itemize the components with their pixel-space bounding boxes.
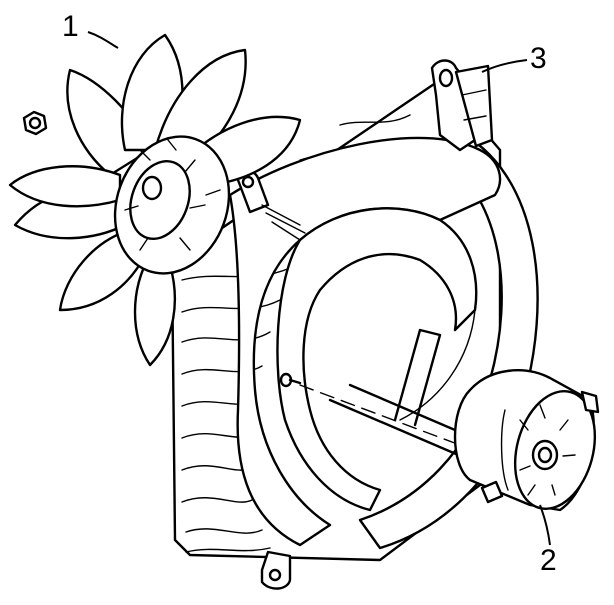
callout-3: 3 <box>481 42 547 75</box>
upper-mount-bracket <box>430 59 494 152</box>
assembly-axis-line <box>299 384 461 446</box>
fan-blade-assembly <box>8 33 302 367</box>
callout-1: 1 <box>62 10 119 49</box>
fan-retaining-nut <box>22 110 48 136</box>
center-bolt <box>279 372 302 388</box>
callout-label-3: 3 <box>530 42 547 75</box>
callout-2: 2 <box>539 504 557 577</box>
callout-label-1: 1 <box>62 10 79 43</box>
callout-label-2: 2 <box>540 544 557 577</box>
lower-mount-tab <box>260 550 292 590</box>
fan-motor <box>453 369 600 512</box>
